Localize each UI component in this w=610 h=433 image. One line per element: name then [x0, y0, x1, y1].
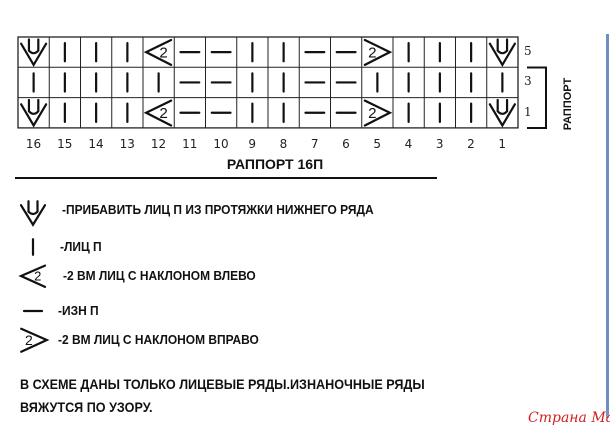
legend-text: -ПРИБАВИТЬ ЛИЦ П ИЗ ПРОТЯЖКИ НИЖНЕГО РЯД… [62, 202, 374, 217]
repeat-title: РАППОРТ 16П [226, 156, 324, 172]
stitch-number: 11 [182, 137, 198, 151]
repeat-vertical-label: РАППОРТ [562, 77, 574, 131]
stitch-k2r-symbol-icon: 2 [363, 99, 393, 127]
stitch-inc-symbol-icon [20, 38, 48, 68]
page-edge-bar [606, 34, 609, 418]
note-line-2: ВЯЖУТСЯ ПО УЗОРУ. [20, 399, 153, 415]
stitch-number: 10 [213, 137, 229, 151]
stitch-number: 12 [150, 137, 167, 151]
row-number: 3 [524, 74, 532, 89]
stitch-inc-symbol-icon [488, 98, 516, 128]
stitch-k2l-symbol-icon: 2 [143, 99, 173, 127]
legend-text: -2 ВМ ЛИЦ С НАКЛОНОМ ВЛЕВО [63, 268, 256, 283]
svg-text:2: 2 [368, 105, 376, 122]
legend-k2r-icon: 2 [20, 327, 50, 353]
stitch-k2l-symbol-icon: 2 [143, 38, 173, 66]
note-line-1: В СХЕМЕ ДАНЫ ТОЛЬКО ЛИЦЕВЫЕ РЯДЫ.ИЗНАНОЧ… [20, 376, 425, 392]
stitch-number: 15 [57, 137, 73, 151]
stitch-number: 13 [119, 137, 135, 151]
stitch-number: 2 [467, 137, 475, 151]
stitch-number: 16 [25, 137, 42, 151]
row-number: 5 [524, 44, 532, 58]
stitch-number: 4 [404, 137, 413, 151]
legend-p-icon [22, 309, 44, 313]
stitch-k2r-symbol-icon: 2 [363, 38, 393, 66]
legend-text: -ЛИЦ П [60, 239, 102, 254]
legend-k2l-icon: 2 [18, 264, 47, 289]
stitch-number: 5 [373, 137, 382, 151]
stitch-number: 3 [435, 137, 444, 151]
svg-text:2: 2 [159, 105, 167, 122]
repeat-bracket [527, 66, 547, 129]
stitch-number: 9 [248, 137, 257, 151]
stitch-number: 1 [498, 137, 507, 151]
legend-k-icon [31, 238, 35, 256]
watermark-logo: Страна Мам [528, 410, 610, 426]
row-number: 1 [524, 104, 532, 119]
svg-text:2: 2 [34, 269, 41, 284]
stitch-inc-symbol-icon [488, 38, 516, 68]
svg-text:2: 2 [368, 45, 376, 62]
stitch-inc-symbol-icon [20, 98, 48, 128]
stitch-number: 7 [310, 137, 319, 151]
svg-text:2: 2 [159, 45, 167, 62]
stitch-number: 8 [279, 137, 288, 151]
svg-text:2: 2 [25, 332, 33, 348]
stitch-number: 6 [342, 137, 350, 151]
legend-text: -ИЗН П [58, 303, 99, 318]
legend-text: -2 ВМ ЛИЦ С НАКЛОНОМ ВПРАВО [58, 332, 259, 347]
legend-inc-icon [19, 200, 47, 227]
stitch-number: 14 [88, 137, 104, 151]
